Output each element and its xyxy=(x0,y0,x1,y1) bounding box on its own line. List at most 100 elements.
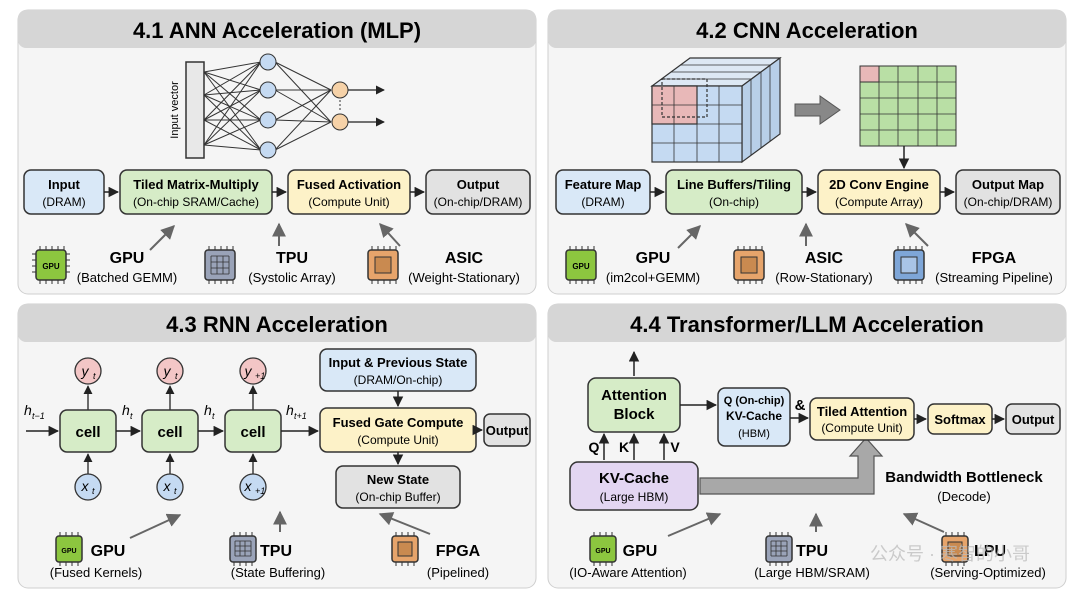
gpu-chip-icon: GPU xyxy=(565,246,597,284)
ann-hw-tpu-name: TPU xyxy=(276,250,308,267)
panel-rnn-title: 4.3 RNN Acceleration xyxy=(166,312,388,337)
tiled-attention-sub: (Compute Unit) xyxy=(821,421,902,435)
rnn-hw-gpu-detail: (Fused Kernels) xyxy=(50,565,142,580)
tr-hw-tpu-detail: (Large HBM/SRAM) xyxy=(754,565,870,580)
cnn-hw-asic-name: ASIC xyxy=(805,250,844,267)
svg-text:GPU: GPU xyxy=(61,548,76,555)
rnn-hw-tpu-detail: (State Buffering) xyxy=(231,565,325,580)
svg-text:y: y xyxy=(163,363,172,379)
rnn-box-new-state: New State (On-chip Buffer) xyxy=(335,465,461,509)
ann-box-activation-sub: (Compute Unit) xyxy=(308,195,389,209)
panel-transformer-titlebar xyxy=(548,304,1066,342)
rnn-box-fused-gate: Fused Gate Compute (Compute Unit) xyxy=(319,407,477,453)
cnn-box-line-buffers: Line Buffers/Tiling (On-chip) xyxy=(665,169,803,215)
rnn-input-nodes: x t x t x +1 xyxy=(74,473,267,501)
input-vector-label: Input vector xyxy=(169,81,181,139)
ann-box-activation-title: Fused Activation xyxy=(297,177,401,192)
rnn-cell: cell xyxy=(141,409,199,453)
hw-arrow xyxy=(379,222,401,247)
tr-hw-lpu-detail: (Serving-Optimized) xyxy=(930,565,1046,580)
softmax-label: Softmax xyxy=(934,412,986,427)
svg-text:x: x xyxy=(244,478,253,494)
rnn-h-sub: t xyxy=(130,411,133,421)
ann-hw-gpu-detail: (Batched GEMM) xyxy=(77,270,177,285)
svg-text:+1: +1 xyxy=(255,371,265,381)
svg-text:t: t xyxy=(92,486,95,496)
rnn-output-nodes: y t y t y +1 xyxy=(74,357,267,385)
cnn-hw-asic-detail: (Row-Stationary) xyxy=(775,270,873,285)
feature-cube-illustration xyxy=(650,56,782,164)
tpu-chip-icon xyxy=(204,246,236,284)
cnn-box-conv-engine-title: 2D Conv Engine xyxy=(829,177,929,192)
svg-text:x: x xyxy=(81,478,90,494)
input-vector-bar xyxy=(185,61,205,159)
hidden-node xyxy=(259,53,277,71)
rnn-h-label: h xyxy=(204,402,212,418)
q-kv-cache-box: Q (On-chip) KV-Cache (HBM) xyxy=(717,387,791,447)
ann-box-output-sub: (On-chip/DRAM) xyxy=(434,195,523,209)
tr-hw-gpu-detail: (IO-Aware Attention) xyxy=(569,565,687,580)
cnn-box-line-buffers-sub: (On-chip) xyxy=(709,195,759,209)
output-node xyxy=(331,81,349,99)
bandwidth-bottleneck-sub: (Decode) xyxy=(937,489,990,504)
hidden-node xyxy=(259,81,277,99)
rnn-h-sub: t xyxy=(212,411,215,421)
svg-text:cell: cell xyxy=(157,424,182,441)
tr-hw-lpu-name: LPU xyxy=(974,543,1006,560)
cnn-box-conv-engine-sub: (Compute Array) xyxy=(835,195,923,209)
softmax-box: Softmax xyxy=(927,403,993,435)
svg-text:t: t xyxy=(175,371,178,381)
transformer-output-box: Output xyxy=(1005,403,1061,435)
cnn-hw-fpga-detail: (Streaming Pipeline) xyxy=(935,270,1053,285)
gpu-chip-icon: GPU xyxy=(32,246,70,284)
svg-text:GPU: GPU xyxy=(572,262,590,271)
cnn-hw-gpu-name: GPU xyxy=(636,250,671,267)
kv-cache-sub: (Large HBM) xyxy=(600,490,669,504)
cnn-hw-gpu-detail: (im2col+GEMM) xyxy=(606,270,700,285)
hidden-node xyxy=(259,141,277,159)
transform-arrow xyxy=(794,95,841,125)
q-kv-line1: Q (On-chip) xyxy=(724,395,785,407)
ann-box-matmul-title: Tiled Matrix-Multiply xyxy=(133,177,259,192)
svg-text:x: x xyxy=(163,478,172,494)
svg-text:y: y xyxy=(244,363,253,379)
ann-box-input-sub: (DRAM) xyxy=(42,195,85,209)
bandwidth-bottleneck-arrow xyxy=(699,437,884,495)
fpga-chip-icon xyxy=(391,532,419,566)
cnn-box-line-buffers-title: Line Buffers/Tiling xyxy=(677,177,791,192)
rnn-hw-tpu-name: TPU xyxy=(260,543,292,560)
svg-text:+1: +1 xyxy=(255,486,265,496)
q-label: Q xyxy=(589,439,600,455)
rnn-box-output-title: Output xyxy=(486,423,529,438)
panel-ann-titlebar xyxy=(18,10,536,48)
hw-arrow xyxy=(149,225,175,251)
hw-arrow xyxy=(378,512,431,535)
rnn-box-input-state: Input & Previous State (DRAM/On-chip) xyxy=(319,348,477,392)
rnn-h-label: h xyxy=(286,402,294,418)
svg-text:y: y xyxy=(81,363,90,379)
kv-cache-title: KV-Cache xyxy=(599,470,669,487)
hw-arrow xyxy=(677,225,701,249)
output-node xyxy=(331,113,349,131)
hw-arrow xyxy=(905,223,929,247)
rnn-hw-fpga-name: FPGA xyxy=(436,543,481,560)
cnn-box-conv-engine: 2D Conv Engine (Compute Array) xyxy=(817,169,941,215)
asic-chip-icon xyxy=(733,246,765,284)
rnn-box-fused-gate-title: Fused Gate Compute xyxy=(333,415,464,430)
transformer-output-label: Output xyxy=(1012,412,1055,427)
cnn-box-feature-map-title: Feature Map xyxy=(565,177,642,192)
watermark: 公众号 · 寒智的小哥 xyxy=(870,544,1030,564)
rnn-h-sub: t+1 xyxy=(294,411,307,421)
fpga-chip-icon xyxy=(893,246,925,284)
panel-cnn-title: 4.2 CNN Acceleration xyxy=(696,18,918,43)
hw-arrow xyxy=(667,512,722,537)
asic-chip-icon xyxy=(367,246,399,284)
rnn-hw-gpu-name: GPU xyxy=(91,543,126,560)
rnn-box-input-state-title: Input & Previous State xyxy=(329,355,468,370)
ann-box-matmul-sub: (On-chip SRAM/Cache) xyxy=(133,195,259,209)
tiled-attention-title: Tiled Attention xyxy=(817,404,907,419)
panel-transformer: 4.4 Transformer/LLM Acceleration Attenti… xyxy=(547,303,1067,589)
gpu-chip-icon: GPU xyxy=(589,532,617,566)
tr-hw-tpu-name: TPU xyxy=(796,543,828,560)
rnn-box-fused-gate-sub: (Compute Unit) xyxy=(357,433,438,447)
